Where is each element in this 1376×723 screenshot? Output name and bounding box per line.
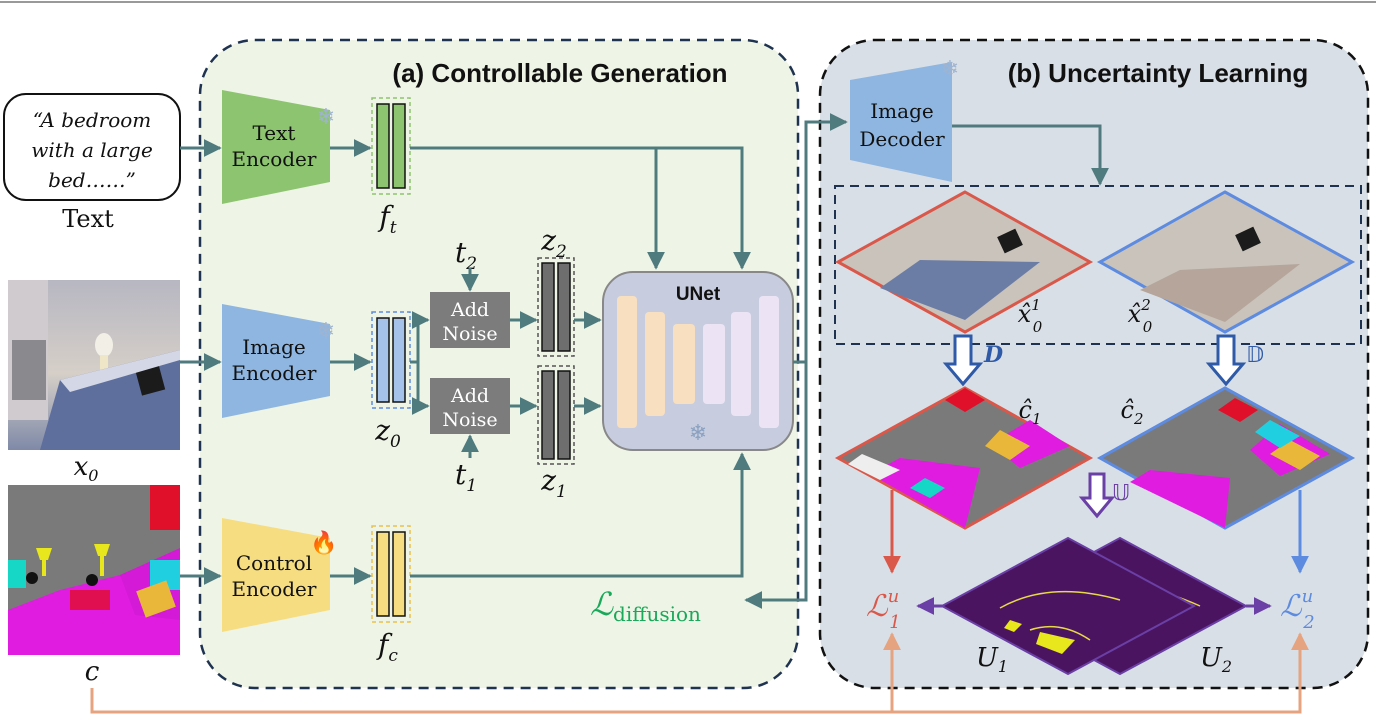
- diffusion-loss-label: ℒdiffusion: [590, 585, 701, 626]
- arrow-unet-to-diffusion-loss: [744, 362, 808, 609]
- arrow-ft-to-unet-b: [656, 146, 751, 270]
- text-prompt-line-2: with a large: [31, 138, 153, 162]
- t2-label: t2: [455, 236, 477, 274]
- feature-z0: [371, 311, 411, 409]
- down-arrow-DD: [1205, 334, 1247, 387]
- arrow-unet-to-decoder: [793, 113, 848, 364]
- frozen-snowflake-icon: ❄: [317, 104, 335, 129]
- feature-z1: [537, 365, 575, 465]
- text-label: Text: [62, 205, 114, 233]
- text-encoder-line-1: Text: [253, 121, 296, 145]
- add-noise-top-line-1: Add: [450, 299, 489, 321]
- U-op-label: 𝕌: [1112, 480, 1130, 505]
- t1-label: t1: [455, 458, 477, 496]
- DD-label: 𝔻: [1246, 342, 1264, 367]
- decoded-images-box: [834, 185, 1362, 345]
- arrow-fc-to-unet: [410, 452, 751, 578]
- arrow-c-to-L2: [90, 632, 1309, 714]
- add-noise-box-top: [430, 292, 510, 348]
- arrow-decoder-to-images: [952, 124, 1109, 186]
- decoded-image-1: [834, 190, 1094, 334]
- down-arrow-U: [1078, 472, 1116, 519]
- add-noise-box-bottom: [430, 378, 510, 434]
- z1-label: z1: [540, 464, 567, 502]
- image-encoder: [222, 304, 330, 418]
- unet-label: UNet: [676, 284, 721, 305]
- unet-block: [602, 271, 794, 451]
- image-encoder-line-2: Encoder: [232, 361, 317, 385]
- image-decoder-line-2: Decoder: [859, 127, 945, 151]
- U2-label: U2: [1200, 643, 1232, 676]
- D-label: D: [983, 342, 1003, 368]
- x0-label: x0: [74, 452, 99, 485]
- input-condition-c: [8, 485, 180, 655]
- U1-label: U1: [976, 643, 1008, 676]
- c-label: c: [85, 657, 100, 687]
- uncertainty-map-1: [939, 536, 1197, 676]
- panel-a: [198, 38, 800, 690]
- input-image-x0: [8, 280, 180, 450]
- trainable-fire-icon: 🔥: [310, 530, 337, 555]
- add-noise-top-line-2: Noise: [442, 323, 497, 345]
- image-decoder-line-1: Image: [870, 99, 933, 123]
- text-encoder: [222, 90, 330, 204]
- c2-label: ĉ2: [1121, 396, 1144, 428]
- frozen-snowflake-icon: ❄: [941, 56, 959, 81]
- text-encoder-line-2: Encoder: [232, 147, 317, 171]
- image-decoder: [850, 62, 952, 182]
- feature-ft: [371, 97, 411, 195]
- z0-label: z0: [374, 414, 401, 452]
- seg-prediction-2: [1096, 386, 1356, 530]
- panel-a-title: (a) Controllable Generation: [392, 58, 727, 88]
- arrow-z0-to-noise-top: [410, 311, 430, 364]
- panel-b-title: (b) Uncertainty Learning: [1008, 58, 1308, 88]
- decoded-image-2: [1096, 190, 1356, 334]
- add-noise-bottom-line-1: Add: [450, 385, 489, 407]
- text-prompt-line-1: “A bedroom: [33, 108, 152, 132]
- image-encoder-line-1: Image: [242, 335, 305, 359]
- control-encoder-line-2: Encoder: [232, 577, 317, 601]
- feature-fc: [371, 525, 411, 623]
- text-prompt-line-3: bed……”: [48, 168, 136, 192]
- c1-label: ĉ1: [1019, 396, 1042, 428]
- feature-z2: [537, 257, 575, 357]
- frozen-snowflake-icon: ❄: [317, 318, 335, 343]
- z2-label: z2: [540, 224, 567, 262]
- seg-prediction-1: [834, 386, 1094, 530]
- down-arrow-D: [942, 334, 984, 387]
- frozen-snowflake-icon: ❄: [689, 420, 707, 445]
- control-encoder-line-1: Control: [236, 551, 312, 575]
- arrow-z0-to-noise-bottom: [411, 362, 430, 415]
- add-noise-bottom-line-2: Noise: [442, 409, 497, 431]
- control-encoder: [222, 518, 330, 632]
